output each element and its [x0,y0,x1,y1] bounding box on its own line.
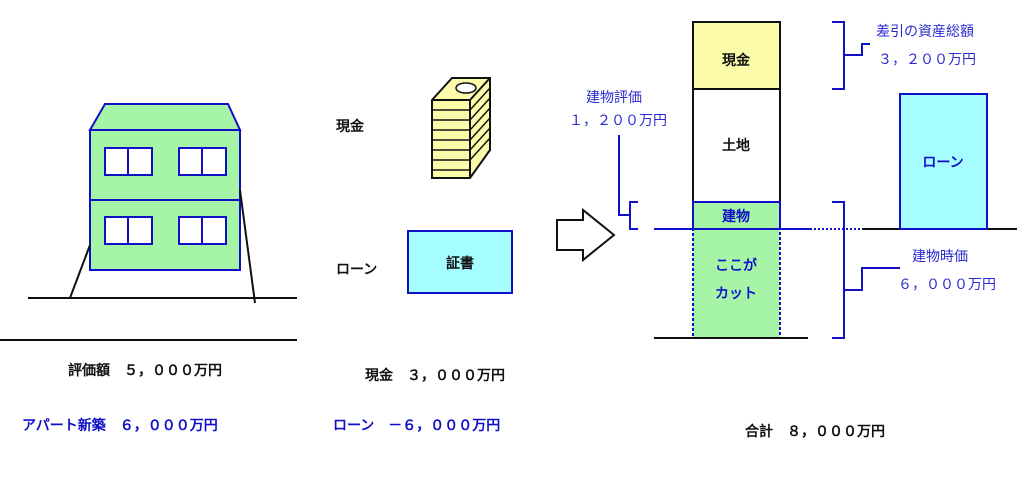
building-market-value: ６，０００万円 [898,277,996,293]
loan-box-label: ローン [922,155,963,171]
building-valuation-label: 建物評価 [586,90,642,106]
net-assets-bracket [832,21,845,90]
building-valuation-bracket [629,201,638,230]
building-block-label: 建物 [722,208,750,225]
land-block-label: 土地 [722,137,750,154]
building-valuation-connector [618,135,630,216]
cut-block [692,228,781,339]
building-market-connector [844,267,900,291]
certificate-label: 証書 [446,255,474,272]
certificate-box [407,230,513,294]
cash-amount-text: 現金 ３，０００万円 [365,367,505,384]
loan-box [899,93,988,230]
apartment-building-icon [69,103,256,304]
valuation-text: 評価額 ５，０００万円 [68,362,222,379]
building-block [692,201,781,230]
net-assets-value: ３，２００万円 [878,52,976,68]
total-text: 合計 ８，０００万円 [745,423,885,440]
new-build-text: アパート新築 ６，０００万円 [22,417,218,434]
building-market-bracket [832,201,845,339]
cash-block [692,21,781,90]
cut-label-1: ここが [715,257,758,274]
cash-block-label: 現金 [722,52,751,69]
loan-amount-text: ローン －６，０００万円 [333,418,500,434]
right-arrow-icon [556,207,616,263]
money-stack-icon [431,77,491,179]
net-assets-connector [844,43,870,56]
loan-label: ローン [336,262,377,278]
cut-label-2: カット [715,286,757,302]
building-market-label: 建物時価 [912,249,968,265]
net-assets-label: 差引の資産総額 [876,24,974,40]
building-valuation-value: １，２００万円 [569,113,667,129]
cash-label: 現金 [336,118,365,135]
